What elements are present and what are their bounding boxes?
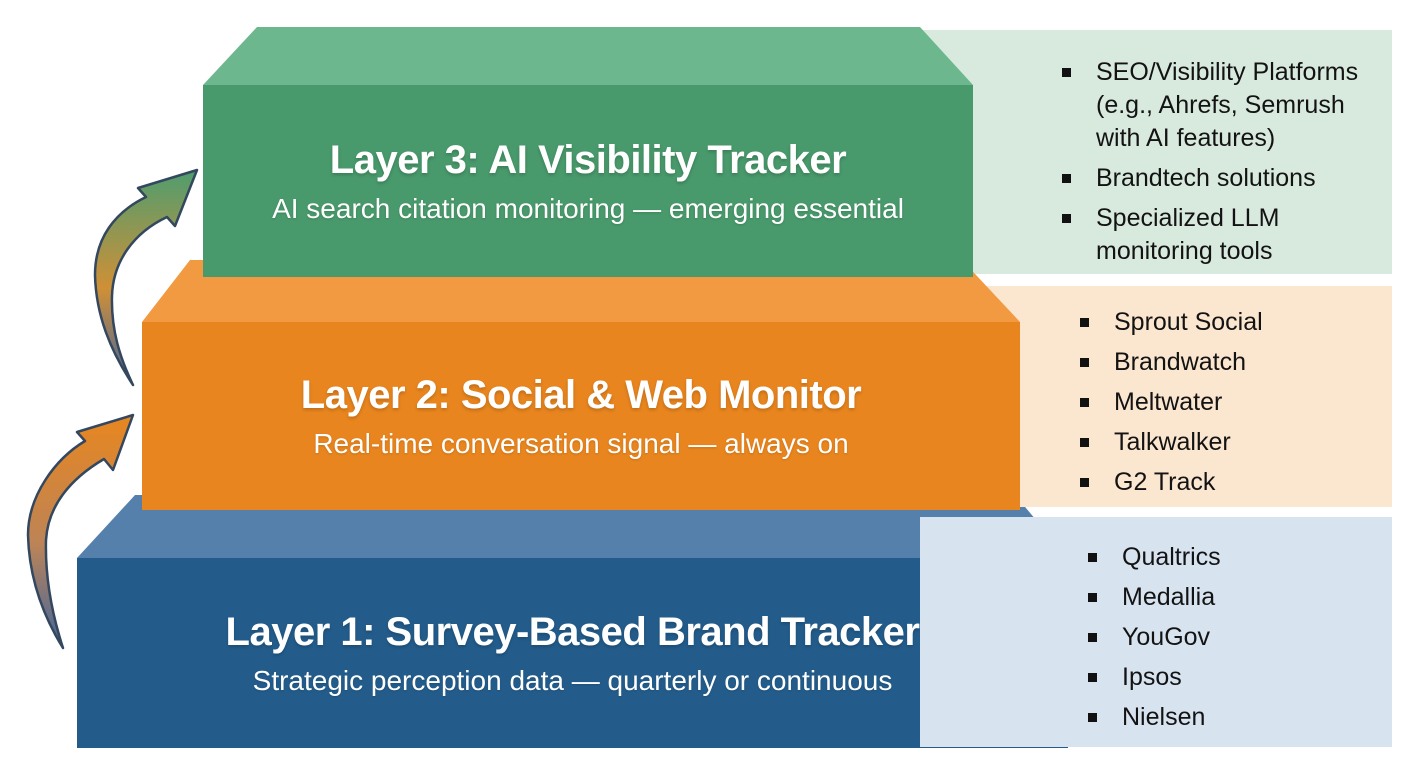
square-bullet-icon xyxy=(1062,68,1071,77)
layer-2-tools-list: Sprout Social Brandwatch Meltwater Talkw… xyxy=(1078,306,1378,506)
tool-item: Medallia xyxy=(1086,581,1376,614)
tool-item: Ipsos xyxy=(1086,661,1376,694)
tool-label: G2 Track xyxy=(1114,468,1216,496)
tool-item: Talkwalker xyxy=(1078,426,1378,459)
tool-item: Sprout Social xyxy=(1078,306,1378,339)
tool-label: Qualtrics xyxy=(1122,543,1221,571)
tool-item: Brandwatch xyxy=(1078,346,1378,379)
tool-label: Nielsen xyxy=(1122,703,1206,731)
layer-3-tools-list: SEO/Visibility Platforms (e.g., Ahrefs, … xyxy=(1060,56,1378,275)
tool-item: SEO/Visibility Platforms (e.g., Ahrefs, … xyxy=(1060,56,1378,155)
tool-label: Specialized LLM monitoring tools xyxy=(1096,204,1280,265)
layer-2-box-front-face: Layer 2: Social & Web Monitor Real-time … xyxy=(142,322,1020,510)
tool-item: Qualtrics xyxy=(1086,541,1376,574)
tool-label: Brandwatch xyxy=(1114,348,1247,376)
tool-label: Medallia xyxy=(1122,583,1216,611)
tool-item: Meltwater xyxy=(1078,386,1378,419)
square-bullet-icon xyxy=(1080,318,1089,327)
tool-label: Ipsos xyxy=(1122,663,1182,691)
layer-1-tools-list: Qualtrics Medallia YouGov Ipsos Nielsen xyxy=(1086,541,1376,741)
tool-item: G2 Track xyxy=(1078,466,1378,499)
square-bullet-icon xyxy=(1088,713,1097,722)
layer-3-title: Layer 3: AI Visibility Tracker xyxy=(329,137,847,182)
square-bullet-icon xyxy=(1080,358,1089,367)
tool-label: Sprout Social xyxy=(1114,308,1263,336)
square-bullet-icon xyxy=(1080,398,1089,407)
layer-1-box-front-face: Layer 1: Survey-Based Brand Tracker Stra… xyxy=(77,558,1068,748)
square-bullet-icon xyxy=(1062,174,1071,183)
tool-label: Meltwater xyxy=(1114,388,1223,416)
layer-3-box-top-face xyxy=(203,27,973,85)
tool-item: Specialized LLM monitoring tools xyxy=(1060,202,1378,268)
layer-1-title: Layer 1: Survey-Based Brand Tracker xyxy=(225,609,920,654)
tool-item: Nielsen xyxy=(1086,701,1376,734)
square-bullet-icon xyxy=(1080,438,1089,447)
square-bullet-icon xyxy=(1088,633,1097,642)
tool-label: Talkwalker xyxy=(1114,428,1231,456)
tool-label: Brandtech solutions xyxy=(1096,164,1316,192)
square-bullet-icon xyxy=(1088,553,1097,562)
layer-3-subtitle: AI search citation monitoring — emerging… xyxy=(272,192,904,224)
tool-item: Brandtech solutions xyxy=(1060,162,1378,195)
tool-label: YouGov xyxy=(1122,623,1211,651)
layer-3-box-front-face: Layer 3: AI Visibility Tracker AI search… xyxy=(203,85,973,277)
layer-1-tools-panel: Qualtrics Medallia YouGov Ipsos Nielsen xyxy=(920,517,1392,747)
tool-label: SEO/Visibility Platforms (e.g., Ahrefs, … xyxy=(1096,58,1359,152)
square-bullet-icon xyxy=(1088,673,1097,682)
square-bullet-icon xyxy=(1088,593,1097,602)
layer-2-title: Layer 2: Social & Web Monitor xyxy=(300,372,862,417)
square-bullet-icon xyxy=(1062,214,1071,223)
tool-item: YouGov xyxy=(1086,621,1376,654)
layer-1-subtitle: Strategic perception data — quarterly or… xyxy=(252,664,893,696)
layer-2-subtitle: Real-time conversation signal — always o… xyxy=(313,427,849,459)
layer-3-tools-panel: SEO/Visibility Platforms (e.g., Ahrefs, … xyxy=(920,30,1392,274)
square-bullet-icon xyxy=(1080,478,1089,487)
